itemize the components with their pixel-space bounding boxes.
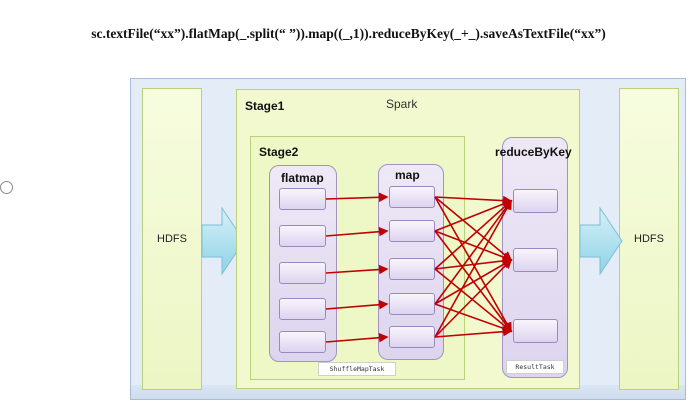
reduce-partition	[513, 319, 558, 343]
map-partition	[389, 220, 435, 242]
shuffle-dependency-edge	[434, 256, 513, 270]
map-label: map	[395, 168, 420, 182]
map-partition	[389, 258, 435, 280]
radio-button[interactable]	[0, 181, 13, 194]
flatmap-label: flatmap	[281, 171, 324, 185]
shuffle-dependency-edge	[434, 326, 513, 338]
shuffle-dependency-edge	[434, 199, 512, 338]
narrow-dependency-edge	[325, 299, 389, 310]
shuffle-dependency-edge	[434, 303, 513, 333]
reduce-partition	[513, 248, 558, 272]
narrow-dependency-edge	[325, 226, 389, 237]
reduce-label: reduceByKey	[495, 145, 572, 159]
stage1-label: Stage1	[245, 99, 285, 113]
result-task-tag: ResultTask	[506, 360, 564, 374]
hdfs-sink-box: HDFS	[619, 88, 679, 390]
hdfs-source-box: HDFS	[142, 88, 202, 390]
spark-label: Spark	[386, 97, 418, 111]
shuffle-dependency-edge	[434, 230, 512, 333]
shuffle-dependency-edge	[434, 195, 513, 206]
flatmap-partition	[279, 188, 326, 210]
shuffle-dependency-edge	[434, 199, 513, 270]
input-flow-arrow	[201, 206, 245, 276]
shuffle-dependency-edge	[434, 268, 513, 333]
reduce-partition	[513, 189, 558, 213]
shuffle-dependency-edge	[434, 196, 513, 262]
narrow-dependency-edge	[325, 192, 389, 203]
hdfs-sink-label: HDFS	[634, 233, 664, 245]
flatmap-partition	[279, 331, 326, 353]
flatmap-partition	[279, 298, 326, 320]
shuffle-dependency-edge	[434, 259, 513, 305]
narrow-dependency-edge	[325, 332, 389, 343]
output-flow-arrow	[579, 206, 623, 276]
shuffle-map-task-tag: ShuffleMapTask	[318, 362, 396, 376]
spark-code-line: sc.textFile(“xx”).flatMap(_.split(“ ”)).…	[91, 26, 606, 41]
hdfs-source-label: HDFS	[157, 233, 187, 245]
narrow-dependency-edge	[325, 264, 389, 275]
map-partition	[389, 326, 435, 348]
shuffle-dependency-edge	[434, 199, 513, 232]
map-partition	[389, 186, 435, 208]
shuffle-dependency-edge	[434, 258, 513, 338]
flatmap-partition	[279, 262, 326, 284]
shuffle-dependency-edge	[434, 199, 512, 305]
shuffle-dependency-edge	[434, 230, 513, 262]
stage2-label: Stage2	[259, 145, 299, 159]
flatmap-partition	[279, 225, 326, 247]
map-partition	[389, 293, 435, 315]
